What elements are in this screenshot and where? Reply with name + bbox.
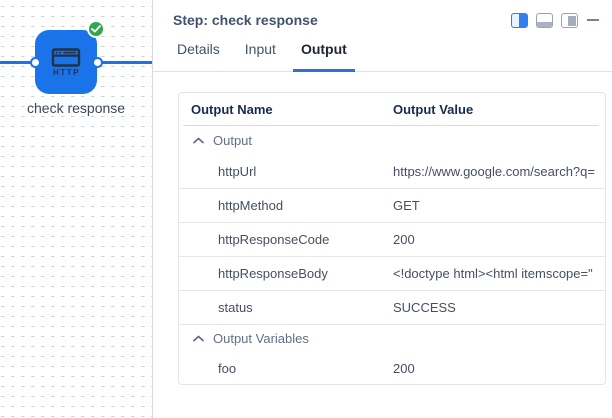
layout-overlay-icon[interactable] xyxy=(561,12,578,28)
panel-divider xyxy=(152,0,153,418)
chevron-up-icon xyxy=(193,335,204,342)
minimize-icon[interactable] xyxy=(586,12,600,28)
group-row-output-variables[interactable]: Output Variables xyxy=(179,324,605,352)
table-row: httpMethod GET xyxy=(179,188,605,222)
check-icon xyxy=(91,25,101,33)
workflow-canvas[interactable]: HTTP check response xyxy=(0,0,153,418)
group-row-output[interactable]: Output xyxy=(179,126,605,154)
column-header-output-value: Output Value xyxy=(393,101,474,117)
output-value-cell: 200 xyxy=(393,360,415,376)
table-header-row: Output Name Output Value xyxy=(179,93,605,125)
input-port-handle[interactable] xyxy=(29,57,41,68)
output-table: Output Name Output Value Output httpUrl … xyxy=(178,92,606,385)
output-name-cell: httpMethod xyxy=(218,198,284,213)
output-value-cell: https://www.google.com/search?q= xyxy=(393,163,595,179)
output-value-cell: SUCCESS xyxy=(393,300,456,315)
step-details-panel: Step: check response Details Input Outpu… xyxy=(153,0,612,418)
split-right-fill xyxy=(518,13,527,27)
group-label: Output Variables xyxy=(213,331,309,346)
output-value-cell: 200 xyxy=(393,232,415,247)
output-value-cell: <!doctype html><html itemscope=" xyxy=(393,266,593,281)
output-name-cell: foo xyxy=(218,360,237,376)
node-label: check response xyxy=(27,100,126,116)
output-value-cell: GET xyxy=(393,198,420,213)
output-name-cell: httpResponseCode xyxy=(218,232,330,247)
split-bottom-fill xyxy=(537,21,552,27)
group-label: Output xyxy=(213,132,253,148)
tab-output[interactable]: Output xyxy=(292,41,355,72)
header-separator xyxy=(183,125,599,126)
http-icon-label: HTTP xyxy=(53,67,80,77)
tab-input[interactable]: Input xyxy=(237,41,284,72)
output-port-handle[interactable] xyxy=(91,57,103,68)
layout-split-bottom-icon[interactable] xyxy=(536,12,553,28)
tab-details[interactable]: Details xyxy=(169,41,228,72)
layout-split-right-icon[interactable] xyxy=(511,12,528,28)
output-name-cell: status xyxy=(218,300,253,315)
table-row: httpResponseBody <!doctype html><html it… xyxy=(179,256,605,290)
table-row: status SUCCESS xyxy=(179,290,605,324)
browser-window-icon xyxy=(51,47,81,67)
table-row: httpUrl https://www.google.com/search?q= xyxy=(179,154,605,188)
chevron-up-icon xyxy=(193,137,204,144)
column-header-output-name: Output Name xyxy=(191,101,273,117)
table-row: foo 200 xyxy=(179,352,605,384)
panel-header: Step: check response xyxy=(153,0,612,28)
overlay-fill xyxy=(568,15,576,26)
panel-title: Step: check response xyxy=(173,12,318,28)
output-name-cell: httpUrl xyxy=(218,163,257,179)
http-step-node[interactable]: HTTP xyxy=(35,30,97,94)
panel-tabs: Details Input Output xyxy=(153,32,612,72)
panel-controls xyxy=(511,12,600,28)
table-row: httpResponseCode 200 xyxy=(179,222,605,256)
success-check-badge xyxy=(87,20,105,38)
output-name-cell: httpResponseBody xyxy=(218,266,328,281)
